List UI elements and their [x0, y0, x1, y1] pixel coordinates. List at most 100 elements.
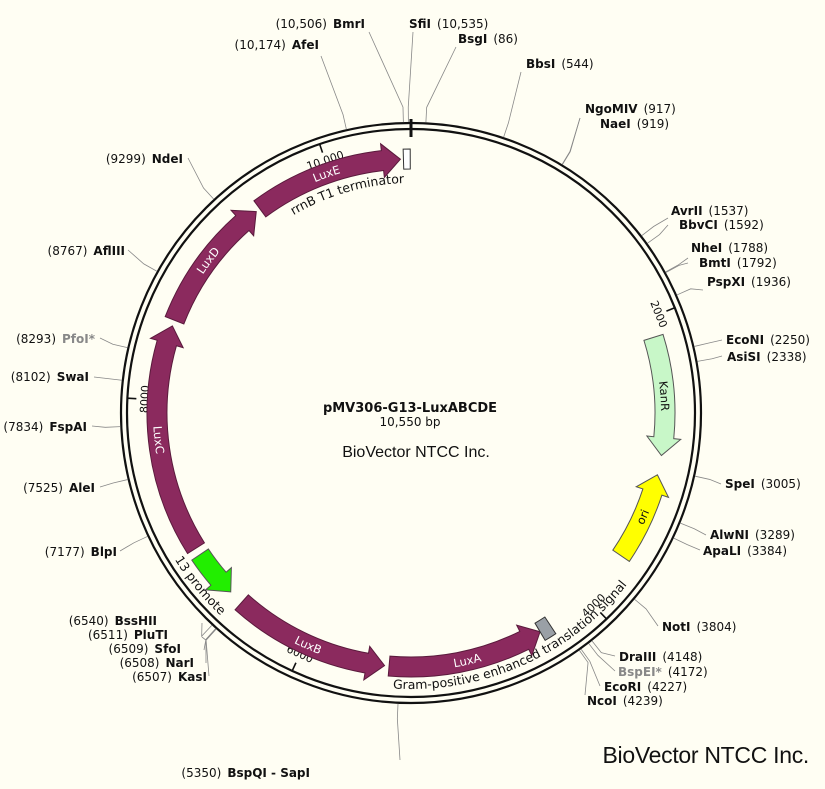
site-bspei: BspEI*(4172): [588, 643, 708, 679]
site-name: AfeI: [292, 38, 319, 52]
site-label: BbvCI (1592): [679, 218, 764, 232]
site-label: (10,174)AfeI: [235, 38, 319, 52]
site-name: BspQI - SapI: [227, 766, 310, 780]
site-leader: [680, 522, 707, 536]
feature-luxa: LuxA: [387, 624, 541, 678]
feature-label-kanr: KanR: [656, 380, 672, 411]
feature-shape-gram-positive-enhanced-translation-signal: [534, 616, 557, 642]
site-label: NheI(1788): [691, 241, 768, 255]
site-bmri: (10,506) BmrI: [276, 17, 404, 123]
site-leader: [127, 249, 158, 272]
feature-label-luxa: LuxA: [452, 650, 482, 670]
site-position: (6540): [69, 614, 109, 628]
site-name: SpeI: [725, 477, 755, 491]
site-leader: [99, 479, 128, 488]
site-position: (4239): [623, 694, 663, 708]
site-position: (4227): [647, 680, 687, 694]
plasmid-name: pMV306-G13-LuxABCDE: [323, 401, 497, 416]
site-position: (1788): [728, 241, 768, 255]
site-leader: [187, 157, 214, 200]
site-label: PspXI(1936): [707, 275, 791, 289]
feature-luxc: LuxC: [146, 325, 206, 555]
feature-luxb: LuxB: [234, 594, 386, 681]
site-label: (8293)PfoI*: [16, 332, 96, 346]
watermark: BioVector NTCC Inc.: [602, 742, 810, 768]
site-leader: [697, 355, 723, 362]
site-label: AsiSI (2338): [727, 350, 807, 364]
site-position: (544): [561, 57, 593, 71]
site-position: (7177): [45, 545, 85, 559]
site-leader: [641, 217, 669, 236]
site-leader: [119, 536, 148, 552]
site-label: BspEI*(4172): [618, 665, 708, 679]
site-position: (6511): [88, 628, 128, 642]
site-name: ApaLI: [703, 544, 741, 558]
site-position: (1592): [724, 218, 764, 232]
site-label: AvrII(1537): [671, 204, 748, 218]
site-position: (10,506): [276, 17, 327, 31]
site-leader: [591, 640, 616, 657]
site-position: (3384): [747, 544, 787, 558]
site-leader: [320, 55, 347, 130]
site-position: (8293): [16, 332, 56, 346]
site-position: (4172): [668, 665, 708, 679]
site-label: (6508)NarI: [120, 656, 194, 670]
site-name: KasI: [178, 670, 207, 684]
site-alwni: AlwNI (3289): [680, 522, 795, 542]
site-label: ApaLI (3384): [703, 544, 787, 558]
site-name: BbvCI: [679, 218, 718, 232]
site-avrii: AvrII(1537): [641, 204, 748, 236]
site-naei: NaeI(919): [562, 117, 669, 165]
site-name: PluTI: [134, 628, 168, 642]
site-name: NdeI: [152, 152, 183, 166]
site-afei: (10,174)AfeI: [235, 38, 347, 130]
site-label: BbsI(544): [526, 57, 594, 71]
site-pspxi: PspXI(1936): [676, 275, 791, 296]
site-leader: [561, 117, 581, 165]
site-position: (1792): [737, 256, 777, 270]
site-ndei: (9299)NdeI: [106, 152, 214, 200]
site-position: (5350): [181, 766, 221, 780]
site-name: EcoNI: [726, 333, 764, 347]
restriction-sites: BbsI(544) NgoMIV(917)NaeI(919) AvrII(1537)…: [3, 17, 810, 780]
site-position: (917): [644, 102, 676, 116]
feature-shape-rrnb-t1-terminator: [402, 148, 411, 170]
feature-shape-luxb: [234, 594, 386, 681]
site-label: (8102)SwaI: [11, 370, 89, 384]
tick-label-2000: 2000: [647, 299, 669, 330]
site-position: (6507): [132, 670, 172, 684]
site-leader: [588, 643, 616, 672]
feature-shape-luxa: [387, 624, 541, 678]
site-position: (7525): [23, 481, 63, 495]
site-name: BssHII: [115, 614, 157, 628]
site-leader: [580, 648, 601, 687]
site-position: (2338): [767, 350, 807, 364]
site-name: DraIII: [619, 650, 656, 664]
site-label: (10,506) BmrI: [276, 17, 365, 31]
tick-4000: [599, 611, 608, 620]
site-name: BmrI: [333, 17, 365, 31]
site-leader: [396, 703, 401, 761]
site-label: BsgI(86): [458, 32, 518, 46]
site-position: (3289): [755, 528, 795, 542]
feature-shape-g13-promoter: [191, 548, 232, 593]
tick-2000: [666, 307, 676, 312]
site-label: NgoMIV(917): [585, 102, 676, 116]
site-label: (6511) PluTI: [88, 628, 168, 642]
site-label: EcoRI(4227): [604, 680, 687, 694]
site-noti: NotI(3804): [634, 598, 736, 634]
feature-shape-luxc: [146, 325, 206, 555]
site-leader: [425, 46, 457, 123]
feature-shape-ori: [612, 474, 670, 563]
site-position: (1936): [751, 275, 791, 289]
site-name: AsiSI: [727, 350, 761, 364]
site-name: NarI: [165, 656, 194, 670]
site-ncoi: NcoI(4239): [579, 650, 663, 708]
site-name: FspAI: [49, 420, 87, 434]
site-name: AlwNI: [710, 528, 749, 542]
site-leader: [665, 257, 689, 273]
site-bbsi: BbsI(544): [503, 57, 594, 138]
feature-shape-luxd: [164, 209, 257, 325]
site-draiii: DraIII(4148): [591, 640, 702, 664]
